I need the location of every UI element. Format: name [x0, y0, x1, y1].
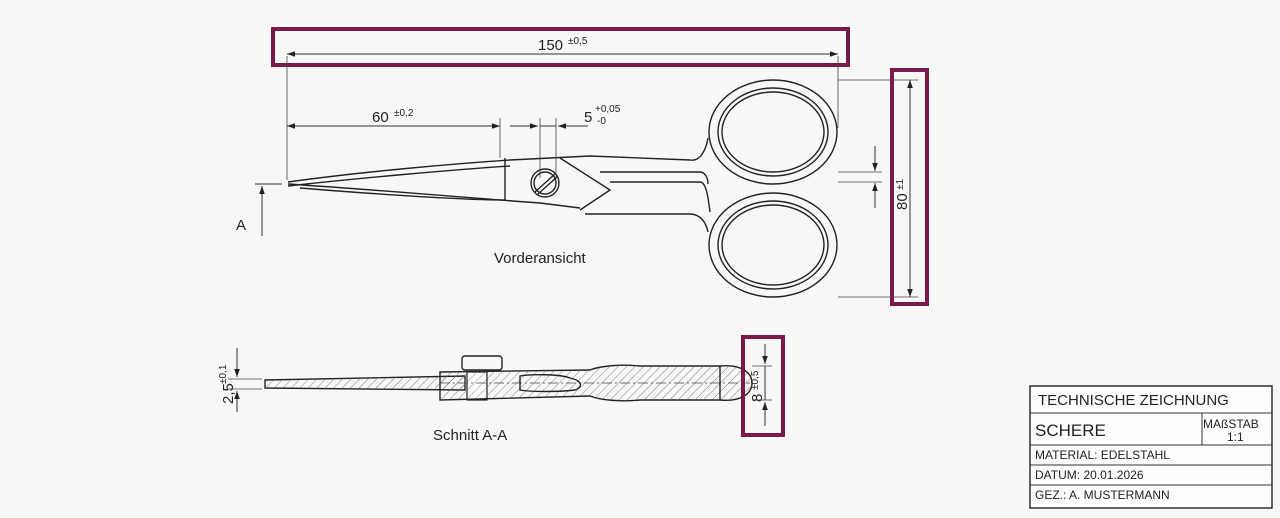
scissors-front-view: [287, 79, 838, 298]
title-block-scale-value: 1:1: [1227, 430, 1244, 444]
section-view-label: Schnitt A-A: [433, 427, 507, 444]
dimension-150-value: 150: [538, 37, 563, 54]
dimension-80-value: 80: [894, 193, 911, 210]
front-view-label: Vorderansicht: [494, 250, 587, 267]
dimension-8: 8 ±0,5: [741, 335, 785, 437]
title-block-material: MATERIAL: EDELSTAHL: [1035, 448, 1170, 462]
dimension-opening: [838, 146, 882, 208]
title-block: TECHNISCHE ZEICHNUNG SCHERE MAßSTAB 1:1 …: [1029, 385, 1273, 509]
section-marker-label: A: [236, 217, 246, 234]
title-block-date: DATUM: 20.01.2026: [1035, 468, 1144, 482]
dimension-150-tolerance: ±0,5: [568, 36, 588, 47]
dimension-60: 60 ±0,2: [287, 108, 501, 158]
dimension-5-value: 5: [584, 109, 592, 126]
dimension-80: 80 ±1: [838, 68, 929, 306]
title-block-drawn-by: GEZ.: A. MUSTERMANN: [1035, 488, 1170, 502]
dimension-5-tol-upper: +0,05: [595, 104, 621, 115]
dimension-60-value: 60: [372, 109, 389, 126]
dimension-150: 150 ±0,5: [271, 27, 850, 180]
dimension-80-tolerance: ±1: [895, 179, 906, 190]
dimension-2-5-tolerance: ±0,1: [218, 364, 229, 384]
section-marker-a: A: [236, 183, 282, 236]
dimension-2-5-value: 2,5: [220, 383, 237, 404]
dimension-8-value: 8: [749, 394, 766, 402]
title-block-heading: TECHNISCHE ZEICHNUNG: [1038, 392, 1229, 409]
dimension-2-5: 2,5 ±0,1: [218, 348, 262, 412]
title-block-part-name: SCHERE: [1035, 421, 1106, 440]
dimension-60-tolerance: ±0,2: [394, 108, 414, 119]
dimension-5-tol-lower: -0: [597, 116, 606, 127]
scissors-section-view: [264, 355, 753, 402]
title-block-scale-label: MAßSTAB: [1203, 417, 1259, 431]
dimension-8-tolerance: ±0,5: [750, 370, 761, 390]
dimension-5: 5 +0,05 -0: [510, 104, 621, 178]
